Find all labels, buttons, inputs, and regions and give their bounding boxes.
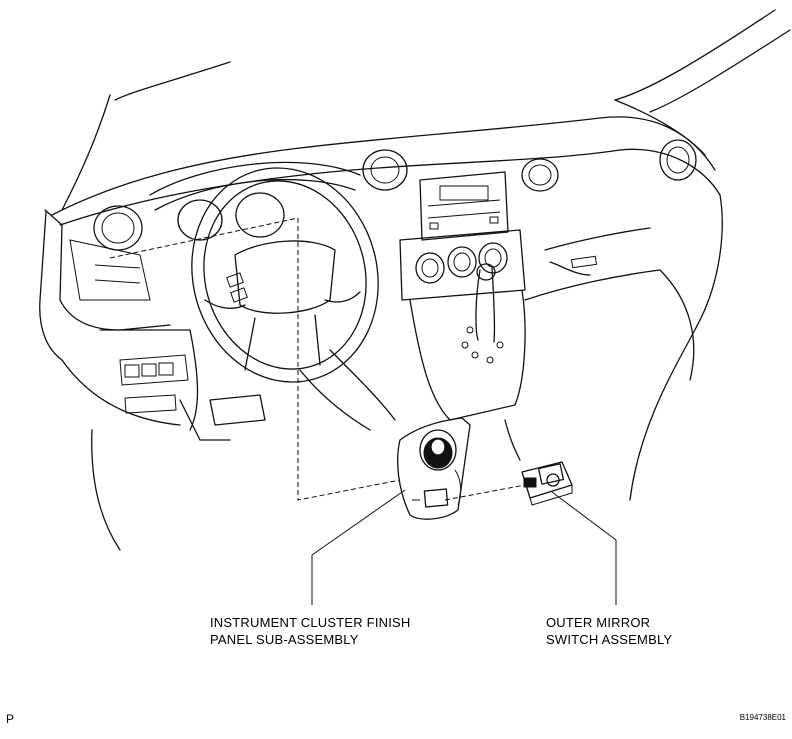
cluster-panel-label-line2: PANEL SUB-ASSEMBLY xyxy=(210,632,359,647)
steering-wheel xyxy=(191,167,379,383)
cluster-panel-label-line1: INSTRUMENT CLUSTER FINISH xyxy=(210,615,411,630)
left-vent-and-cluster xyxy=(59,161,361,331)
figure-id: B194738E01 xyxy=(739,713,786,722)
passenger-dash xyxy=(524,139,697,381)
windshield-frame xyxy=(61,9,791,211)
cluster-finish-panel-part xyxy=(397,417,471,520)
dashboard-upper-contour xyxy=(39,116,723,501)
reference-dashed-lines xyxy=(109,217,526,501)
center-stack xyxy=(362,149,559,461)
steering-column xyxy=(209,349,396,431)
corner-mark-left: P xyxy=(6,712,15,726)
mirror-switch-part xyxy=(521,461,573,506)
mirror-switch-label-line2: SWITCH ASSEMBLY xyxy=(546,632,673,647)
mirror-switch-label: OUTER MIRROR SWITCH ASSEMBLY xyxy=(546,614,672,648)
leader-lines xyxy=(311,489,617,605)
cluster-panel-label: INSTRUMENT CLUSTER FINISH PANEL SUB-ASSE… xyxy=(210,614,411,648)
mirror-switch-label-line1: OUTER MIRROR xyxy=(546,615,651,630)
lower-left-dash-panel xyxy=(61,329,231,551)
